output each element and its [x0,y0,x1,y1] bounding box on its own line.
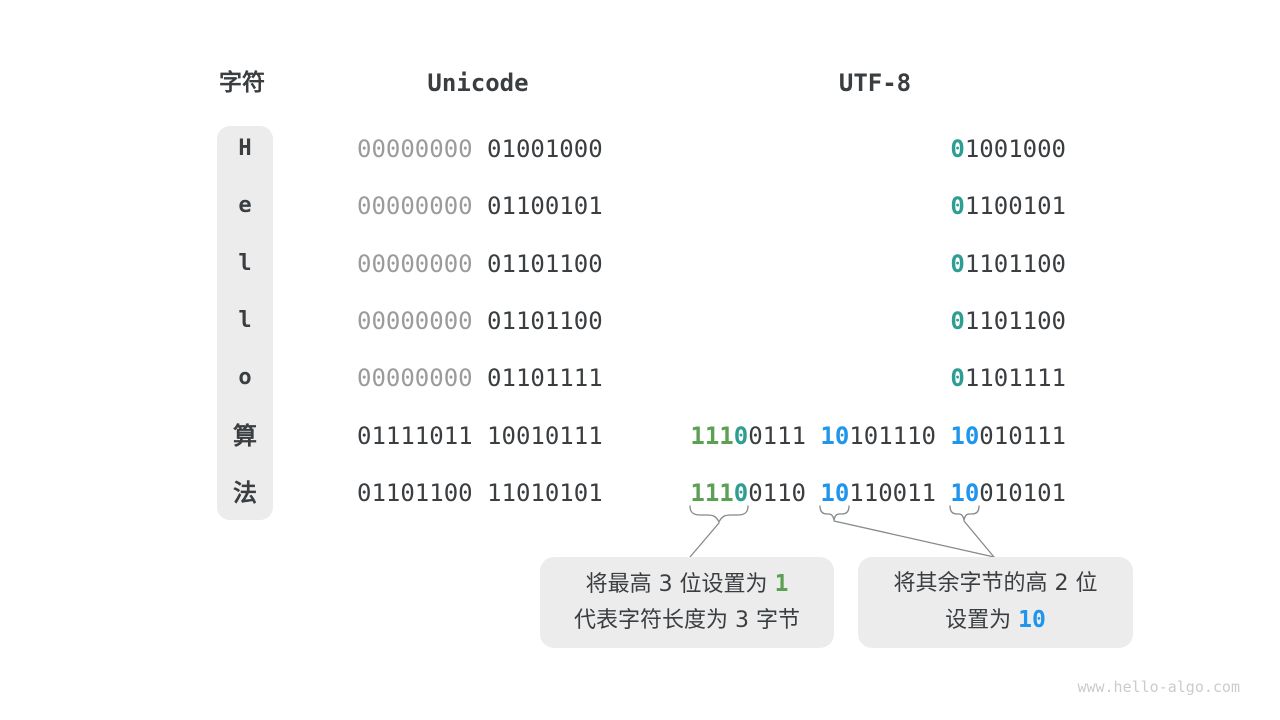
unicode-value: 00000000 01101111 [357,364,603,392]
char-cell: o [238,365,252,390]
char-cell: H [238,136,252,161]
annotation-line: 设置为 10 [945,607,1046,633]
char-cell: e [238,193,252,218]
char-cell: l [238,308,252,333]
highlight-bit-1: 1 [774,571,789,597]
utf8-value: 01100101 [950,192,1066,220]
table-row: 00000000 01101111 01101111 [0,362,1280,394]
table-row: 00000000 01101100 01101100 [0,248,1280,280]
utf8-value: 01101100 [950,250,1066,278]
utf8-value: 11100110 10110011 10010101 [690,479,1066,507]
annotation-box-continuation-prefix: 将其余字节的高 2 位 设置为 10 [858,557,1133,648]
table-row: 00000000 01001000 01001000 [0,133,1280,165]
char-cell: 算 [233,422,257,450]
unicode-value: 00000000 01101100 [357,250,603,278]
annotation-line: 将最高 3 位设置为 1 [585,571,789,597]
unicode-value: 00000000 01100101 [357,192,603,220]
table-row: 01111011 10010111 11100111 10101110 1001… [0,420,1280,452]
utf8-value: 01101100 [950,307,1066,335]
unicode-value: 01111011 10010111 [357,422,603,450]
table-row: 01101100 11010101 11100110 10110011 1001… [0,477,1280,509]
header-utf8: UTF-8 [838,69,912,97]
char-column-pill [217,126,273,520]
watermark: www.hello-algo.com [1077,678,1240,696]
annotation-line: 代表字符长度为 3 字节 [574,608,800,633]
unicode-value: 01101100 11010101 [357,479,603,507]
highlight-bits-10: 10 [1018,607,1046,633]
connector-line-mid [833,520,995,558]
connector-line-right [963,520,995,558]
connector-line-left [689,522,720,558]
table-row: 00000000 01100101 01100101 [0,190,1280,222]
unicode-value: 00000000 01101100 [357,307,603,335]
utf8-value: 11100111 10101110 10010111 [690,422,1066,450]
annotation-box-length-prefix: 将最高 3 位设置为 1 代表字符长度为 3 字节 [540,557,834,648]
header-char: 字符 [219,70,265,96]
table-row: 00000000 01101100 01101100 [0,305,1280,337]
annotation-line: 将其余字节的高 2 位 [893,571,1098,596]
utf8-value: 01001000 [950,135,1066,163]
char-cell: l [238,251,252,276]
utf8-value: 01101111 [950,364,1066,392]
unicode-value: 00000000 01001000 [357,135,603,163]
char-cell: 法 [233,479,257,507]
header-unicode: Unicode [427,69,529,97]
